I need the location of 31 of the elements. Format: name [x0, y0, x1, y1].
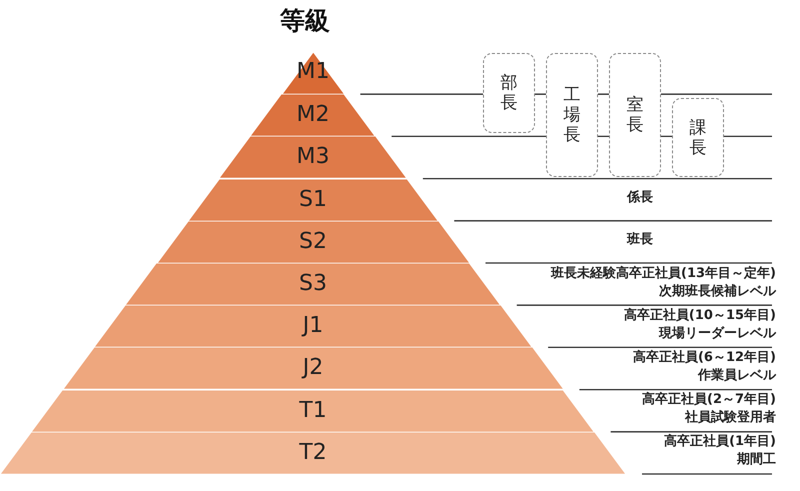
dashed-box [483, 53, 535, 133]
position-title: 課長 [689, 118, 707, 158]
tier-description: 作業員レベル [698, 368, 776, 384]
position-label: 班長 [627, 232, 653, 248]
tier-description: 高卒正社員(1年目) [664, 434, 776, 450]
tier-label: M1 [296, 59, 330, 85]
tier-label: T2 [299, 440, 327, 466]
position-label: 係長 [627, 190, 653, 206]
tier-description: 期間工 [737, 452, 776, 468]
tier-label: M3 [296, 144, 330, 170]
dashed-box [672, 98, 724, 177]
tier-description: 社員試験登用者 [685, 410, 776, 426]
tier-label: M2 [296, 102, 330, 128]
position-title: 部長 [500, 73, 518, 113]
tier-description: 高卒正社員(10～15年目) [624, 308, 776, 324]
tier-description: 班長未経験高卒正社員(13年目～定年) [551, 266, 776, 282]
tier-description: 高卒正社員(2～7年目) [642, 392, 776, 408]
tier-description: 現場リーダーレベル [659, 326, 776, 342]
tier-label: S2 [299, 228, 327, 255]
tier-label: T1 [299, 398, 327, 424]
tier-label: S3 [299, 271, 327, 297]
tier-label: S1 [299, 186, 327, 213]
dashed-box [609, 53, 661, 177]
position-title: 工場長 [563, 85, 581, 145]
tier-description: 次期班長候補レベル [659, 284, 776, 300]
tier-label: J2 [302, 355, 324, 382]
tier-description: 高卒正社員(6～12年目) [632, 350, 776, 366]
dashed-box [546, 53, 598, 177]
title: 等級 [280, 5, 330, 37]
position-title: 室長 [626, 95, 644, 135]
tier-label: J1 [302, 313, 324, 340]
